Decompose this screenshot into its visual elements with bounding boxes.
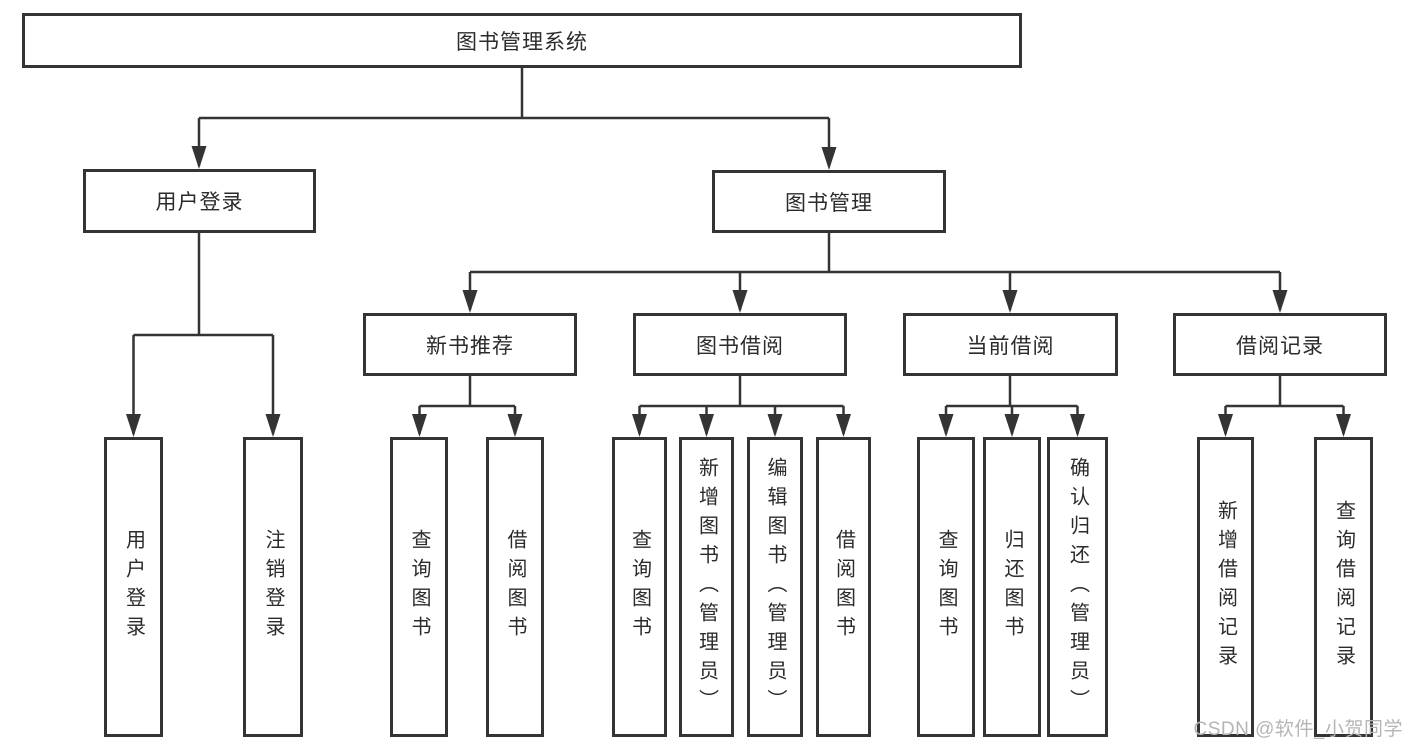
leaf-query-books-borrow: 查询图书 xyxy=(612,437,667,737)
arrow-icon xyxy=(265,414,281,437)
connector-login-to-leaves xyxy=(132,233,275,434)
arrow-icon xyxy=(191,146,207,169)
node-label: 新书推荐 xyxy=(426,334,514,358)
leaf-borrow-books-borrow: 借阅图书 xyxy=(816,437,871,737)
arrow-icon xyxy=(412,414,427,437)
node-book-borrowing: 图书借阅 xyxy=(633,313,847,376)
node-label: 图书管理 xyxy=(785,191,873,215)
node-label: 新增图书（管理员） xyxy=(695,456,718,718)
arrow-icon xyxy=(767,414,783,437)
leaf-confirm-return-admin: 确认归还（管理员） xyxy=(1047,437,1108,737)
arrow-icon xyxy=(1002,290,1018,313)
node-borrowing-records: 借阅记录 xyxy=(1173,313,1387,376)
arrow-icon xyxy=(836,414,851,437)
leaf-borrow-books-recommend: 借阅图书 xyxy=(486,437,544,737)
node-book-management: 图书管理 xyxy=(712,170,946,233)
arrow-icon xyxy=(1004,414,1020,437)
leaf-edit-books-admin: 编辑图书（管理员） xyxy=(747,437,803,737)
node-label: 借阅图书 xyxy=(504,529,526,645)
arrow-icon xyxy=(821,147,837,170)
node-new-book-recommendation: 新书推荐 xyxy=(363,313,577,376)
node-label: 借阅图书 xyxy=(832,529,855,645)
node-label: 查询图书 xyxy=(628,529,651,645)
csdn-watermark: CSDN @软件_小贺同学 xyxy=(1193,719,1403,740)
node-library-management-system: 图书管理系统 xyxy=(22,13,1022,68)
node-label: 查询图书 xyxy=(935,529,957,645)
leaf-add-books-admin: 新增图书（管理员） xyxy=(679,437,734,737)
node-current-borrowing: 当前借阅 xyxy=(903,313,1118,376)
node-user-login: 用户登录 xyxy=(83,169,316,233)
leaf-user-login: 用户登录 xyxy=(104,437,163,737)
arrow-icon xyxy=(507,414,523,437)
node-label: 图书管理系统 xyxy=(456,30,588,54)
leaf-query-books-recommend: 查询图书 xyxy=(390,437,448,737)
arrow-icon xyxy=(1272,290,1288,313)
node-label: 确认归还（管理员） xyxy=(1066,456,1089,718)
arrow-icon xyxy=(462,290,478,313)
arrow-icon xyxy=(1070,414,1085,437)
node-label: 借阅记录 xyxy=(1236,334,1324,358)
leaf-query-borrow-record: 查询借阅记录 xyxy=(1314,437,1373,737)
arrow-icon xyxy=(732,290,748,313)
node-label: 用户登录 xyxy=(122,529,145,645)
node-label: 编辑图书（管理员） xyxy=(764,456,786,718)
leaf-add-borrow-record: 新增借阅记录 xyxy=(1197,437,1254,737)
node-label: 查询图书 xyxy=(408,529,430,645)
leaf-return-books: 归还图书 xyxy=(983,437,1041,737)
arrow-icon xyxy=(699,414,714,437)
arrow-icon xyxy=(126,414,141,437)
node-label: 归还图书 xyxy=(1001,529,1023,645)
node-label: 图书借阅 xyxy=(696,334,784,358)
node-label: 用户登录 xyxy=(155,191,244,214)
leaf-logout: 注销登录 xyxy=(243,437,303,737)
arrow-icon xyxy=(1218,414,1233,437)
connector-management-to-level3 xyxy=(468,233,1282,310)
connector-records-to-leaves xyxy=(1224,376,1345,434)
arrow-icon xyxy=(1336,414,1351,437)
connector-current-to-leaves xyxy=(944,376,1079,434)
node-label: 查询借阅记录 xyxy=(1332,500,1355,674)
connector-recommend-to-leaves xyxy=(418,376,517,434)
connector-borrow-to-leaves xyxy=(638,376,845,434)
node-label: 当前借阅 xyxy=(966,334,1055,358)
node-label: 注销登录 xyxy=(262,529,284,645)
leaf-query-books-current: 查询图书 xyxy=(917,437,975,737)
arrow-icon xyxy=(938,414,954,437)
connector-root-to-level2 xyxy=(197,68,831,166)
arrow-icon xyxy=(632,414,647,437)
node-label: 新增借阅记录 xyxy=(1214,500,1237,674)
